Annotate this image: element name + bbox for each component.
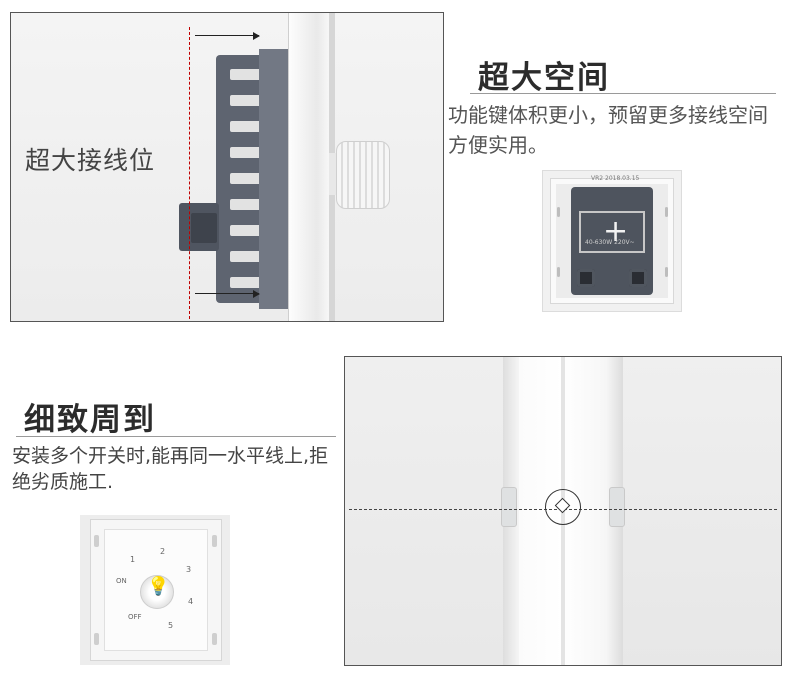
right-switch-panel <box>623 357 781 665</box>
dial-number: 2 <box>160 547 166 556</box>
module-spec-print: 40-630W 220V~ <box>585 239 635 246</box>
right-arrow-icon <box>195 290 260 298</box>
vent-slot <box>230 225 280 236</box>
feature-title: 细致周到 <box>24 402 156 438</box>
terminal-screw <box>191 213 217 243</box>
wiring-space-label: 超大接线位 <box>25 146 156 175</box>
right-arrow-icon <box>195 32 260 40</box>
title-divider <box>470 93 776 94</box>
vent-slot <box>230 173 280 184</box>
dial-number: 3 <box>186 565 192 574</box>
dimmer-front-photo: 1 2 3 4 5 ON OFF 💡 <box>80 515 230 665</box>
dimmer-knob <box>140 575 174 609</box>
dial-number: 5 <box>168 621 174 630</box>
terminal-screw <box>629 269 647 287</box>
title-divider <box>16 436 336 437</box>
vent-slot <box>230 277 280 288</box>
mount-hole <box>665 207 668 217</box>
mount-hole <box>212 535 217 547</box>
feature-description: 安装多个开关时,能再同一水平线上,拒绝劣质施工. <box>12 445 329 493</box>
feature-description: 功能键体积更小，预留更多接线空间方便实用。 <box>448 103 768 157</box>
terminal-screw <box>577 269 595 287</box>
alignment-closeup-photo <box>344 356 782 666</box>
knob-neck <box>329 153 339 195</box>
bulb-icon: 💡 <box>147 576 170 597</box>
side-view-photo: 超大接线位 <box>10 12 444 322</box>
module-print-top: VR2 2018.03.15 <box>591 175 640 182</box>
module-flange <box>259 49 291 309</box>
guide-line-icon <box>189 27 190 319</box>
off-label: OFF <box>128 613 142 621</box>
mount-hole <box>94 535 99 547</box>
mount-hole <box>665 267 668 277</box>
on-label: ON <box>116 577 127 585</box>
left-switch-panel <box>345 357 503 665</box>
alignment-tab <box>609 487 625 527</box>
vent-slot <box>230 199 280 210</box>
face-plate <box>289 13 329 321</box>
vent-slot <box>230 69 280 80</box>
mount-hole <box>94 633 99 645</box>
vent-slot <box>230 147 280 158</box>
feature-title: 超大空间 <box>478 60 610 96</box>
vent-slot <box>230 121 280 132</box>
plus-icon: + <box>603 214 629 249</box>
vent-slot <box>230 95 280 106</box>
dimmer-knob <box>336 141 390 209</box>
alignment-tab <box>501 487 517 527</box>
mount-hole <box>212 633 217 645</box>
dial-number: 1 <box>130 555 136 564</box>
back-panel-photo: VR2 2018.03.15 + 40-630W 220V~ <box>542 170 682 312</box>
vent-slot <box>230 251 280 262</box>
level-circle-icon <box>545 489 581 525</box>
mount-hole <box>557 267 560 277</box>
mount-hole <box>557 207 560 217</box>
dial-number: 4 <box>188 597 194 606</box>
module-label-box <box>579 211 645 253</box>
